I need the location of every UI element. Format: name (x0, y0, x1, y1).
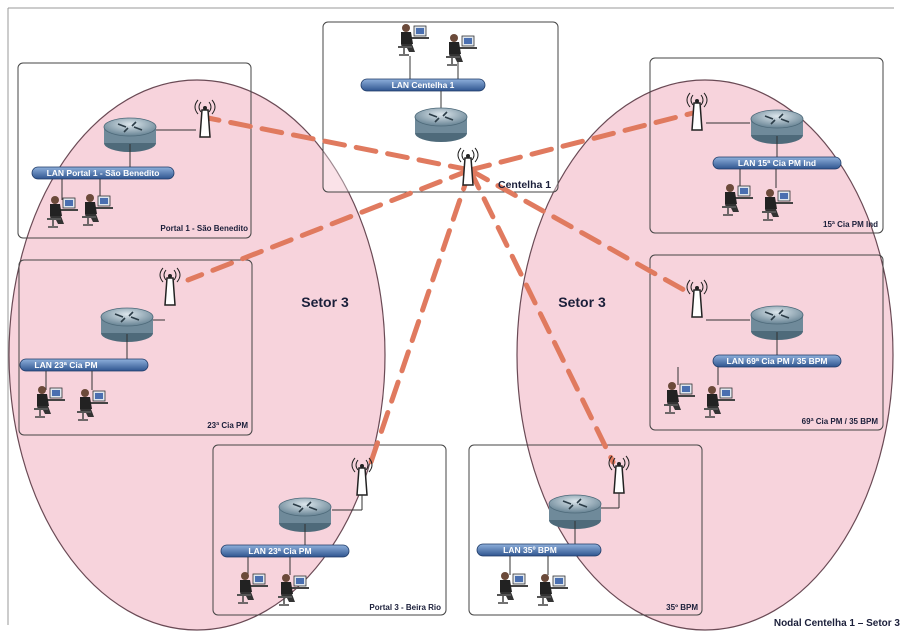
node-frame-cia23 (18, 259, 253, 436)
lan-bar (712, 354, 842, 368)
wireless-links (185, 110, 696, 468)
lan-bar (31, 166, 175, 180)
node-frame-portal3 (212, 444, 447, 616)
lan-label: LAN Centelha 1 (392, 80, 455, 90)
node-portal3: LAN 23ª Cia PM Portal 3 - Beira Rio (220, 457, 441, 612)
node-caption: 15ª Cia PM Ind (823, 220, 878, 229)
lan-label: LAN 23ª Cia PM (248, 546, 311, 556)
lan-label: LAN Portal 1 - São Benedito (47, 168, 160, 178)
node-portal1: LAN Portal 1 - São Benedito Portal 1 - S… (31, 99, 248, 233)
node-caption: 23ª Cia PM (207, 421, 248, 430)
node-caption: Portal 3 - Beira Rio (369, 603, 441, 612)
workstation-icon (536, 573, 569, 606)
node-centelha: LAN Centelha 1 Centelha 1 (360, 23, 551, 191)
workstation-icon (496, 571, 529, 604)
router-icon (414, 107, 468, 143)
node-caption: 69ª Cia PM / 35 BPM (802, 417, 879, 426)
node-bpm35: LAN 35º BPM 35º BPM (476, 455, 698, 612)
node-frame-portal1 (17, 62, 252, 239)
node-frame-bpm35 (468, 444, 703, 616)
diagram-title: Nodal Centelha 1 – Setor 3 (774, 618, 901, 629)
lan-bar (19, 358, 149, 372)
lan-bar (476, 543, 602, 557)
node-caption: 35º BPM (666, 603, 698, 612)
sector-right (516, 79, 894, 631)
sector-left (8, 79, 386, 631)
sector-label-right: Setor 3 (558, 294, 606, 310)
node-frame-cia15 (649, 57, 884, 234)
node-cia15: LAN 15ª Cia PM Ind 15ª Cia PM Ind (686, 92, 878, 229)
node-caption: Portal 1 - São Benedito (160, 224, 248, 233)
lan-label: LAN 15ª Cia PM Ind (738, 158, 816, 168)
node-frame-cia69 (649, 254, 884, 431)
lan-bar (220, 544, 350, 558)
lan-bar (360, 78, 486, 92)
node-cia23: LAN 23ª Cia PM 23ª Cia PM (19, 267, 248, 430)
node-cia69: LAN 69ª Cia PM / 35 BPM 69ª Cia PM / 35 … (663, 279, 879, 426)
lan-label: LAN 35º BPM (503, 545, 557, 555)
lan-label: LAN 69ª Cia PM / 35 BPM (727, 356, 828, 366)
node-caption: Centelha 1 (498, 179, 551, 191)
lan-label: LAN 23ª Cia PM (34, 360, 97, 370)
sector-label-left: Setor 3 (301, 294, 349, 310)
lan-bar (712, 156, 842, 170)
